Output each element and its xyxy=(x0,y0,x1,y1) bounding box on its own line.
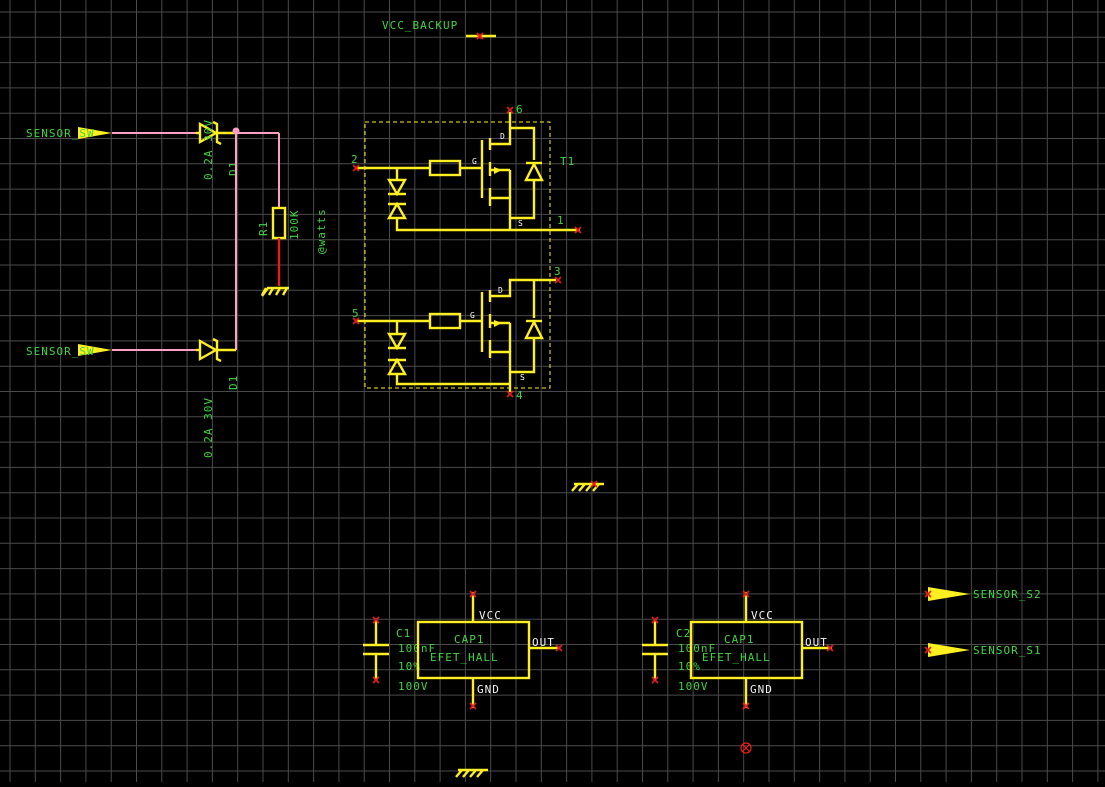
svg-text:GND: GND xyxy=(750,683,773,696)
svg-text:1: 1 xyxy=(557,214,565,227)
svg-text:CAP1: CAP1 xyxy=(724,633,755,646)
svg-text:C2: C2 xyxy=(676,627,691,640)
svg-text:G: G xyxy=(470,311,475,320)
sensor-sw-port-top[interactable]: SENSOR_SW xyxy=(26,127,112,140)
pin-end-marker xyxy=(476,32,484,40)
svg-text:SENSOR_S2: SENSOR_S2 xyxy=(973,588,1042,601)
pin-end-marker xyxy=(372,676,380,684)
svg-text:T1: T1 xyxy=(560,155,575,168)
pin-end-marker xyxy=(826,644,834,652)
pin-end-marker xyxy=(651,616,659,624)
pin-end-marker xyxy=(590,480,598,488)
svg-text:CAP1: CAP1 xyxy=(454,633,485,646)
svg-text:G: G xyxy=(472,157,477,166)
svg-text:10%: 10% xyxy=(398,660,421,673)
pin-end-marker xyxy=(924,590,932,598)
svg-text:VCC: VCC xyxy=(479,609,502,622)
capacitor-c1[interactable]: C1 100nF 10% 100V xyxy=(363,620,436,693)
svg-text:EFET_HALL: EFET_HALL xyxy=(702,651,771,664)
svg-text:EFET_HALL: EFET_HALL xyxy=(430,651,499,664)
sensor-s1-port[interactable]: SENSOR_S1 xyxy=(928,643,1042,657)
svg-text:R1: R1 xyxy=(257,221,270,236)
pin-end-marker xyxy=(555,644,563,652)
diode-d1-bottom[interactable]: 0.2A 30V D1 xyxy=(196,337,240,458)
pin-end-marker xyxy=(742,702,750,710)
svg-text:D1: D1 xyxy=(227,375,240,390)
mosfet-t1[interactable]: @watts T1 D G S xyxy=(315,103,580,402)
svg-text:100nF: 100nF xyxy=(678,642,716,655)
pin-end-marker xyxy=(924,646,932,654)
efet-hall-sensor-u2[interactable]: VCC GND OUT CAP1 EFET_HALL xyxy=(689,592,832,708)
svg-text:SENSOR_S1: SENSOR_S1 xyxy=(973,644,1042,657)
svg-text:D: D xyxy=(500,132,505,141)
ground-symbol-bottom[interactable] xyxy=(455,768,488,778)
svg-text:100V: 100V xyxy=(678,680,709,693)
pin-end-marker xyxy=(469,590,477,598)
vcc-backup-label[interactable]: VCC_BACKUP ✕ xyxy=(382,19,496,43)
svg-text:3: 3 xyxy=(554,265,562,278)
svg-text:100V: 100V xyxy=(398,680,429,693)
svg-text:D1: D1 xyxy=(227,161,240,176)
svg-text:VCC_BACKUP: VCC_BACKUP xyxy=(382,19,458,32)
pin-end-marker xyxy=(352,164,360,172)
pin-end-marker xyxy=(554,276,562,284)
svg-text:OUT: OUT xyxy=(805,636,828,649)
pin-end-marker xyxy=(469,702,477,710)
svg-text:6: 6 xyxy=(516,103,524,116)
pin-end-marker xyxy=(352,317,360,325)
svg-text:SENSOR_SW: SENSOR_SW xyxy=(26,345,95,358)
svg-text:2: 2 xyxy=(351,153,359,166)
svg-text:4: 4 xyxy=(516,389,524,402)
svg-text:C1: C1 xyxy=(396,627,411,640)
resistor-r1[interactable]: R1 100K xyxy=(257,206,301,297)
svg-text:100K: 100K xyxy=(288,210,301,241)
pin-end-marker xyxy=(506,106,514,114)
svg-text:D: D xyxy=(498,286,503,295)
svg-text:10%: 10% xyxy=(678,660,701,673)
svg-text:S: S xyxy=(520,373,525,382)
svg-text:5: 5 xyxy=(352,307,360,320)
diode-d1-top[interactable]: 0.2A 30V D1 xyxy=(196,119,240,180)
svg-text:SENSOR_SW: SENSOR_SW xyxy=(26,127,95,140)
svg-text:100nF: 100nF xyxy=(398,642,436,655)
svg-text:VCC: VCC xyxy=(751,609,774,622)
sensor-s2-port[interactable]: SENSOR_S2 xyxy=(928,587,1042,601)
pin-end-marker xyxy=(372,616,380,624)
no-connect-marker[interactable] xyxy=(740,742,752,754)
svg-text:0.2A 30V: 0.2A 30V xyxy=(202,119,215,180)
pin-end-marker xyxy=(574,226,582,234)
svg-text:@watts: @watts xyxy=(315,208,328,254)
pin-end-marker xyxy=(742,590,750,598)
svg-text:S: S xyxy=(518,219,523,228)
svg-text:GND: GND xyxy=(477,683,500,696)
pin-end-marker xyxy=(651,676,659,684)
efet-hall-sensor-u1[interactable]: VCC GND OUT CAP1 EFET_HALL xyxy=(416,592,559,708)
ground-symbol-mid[interactable] xyxy=(571,482,604,492)
svg-text:0.2A 30V: 0.2A 30V xyxy=(202,397,215,458)
sensor-sw-port-bottom[interactable]: SENSOR_SW xyxy=(26,344,112,358)
svg-text:OUT: OUT xyxy=(532,636,555,649)
pin-end-marker xyxy=(506,390,514,398)
capacitor-c2[interactable]: C2 100nF 10% 100V xyxy=(642,620,716,693)
pin-end-markers xyxy=(352,32,932,710)
